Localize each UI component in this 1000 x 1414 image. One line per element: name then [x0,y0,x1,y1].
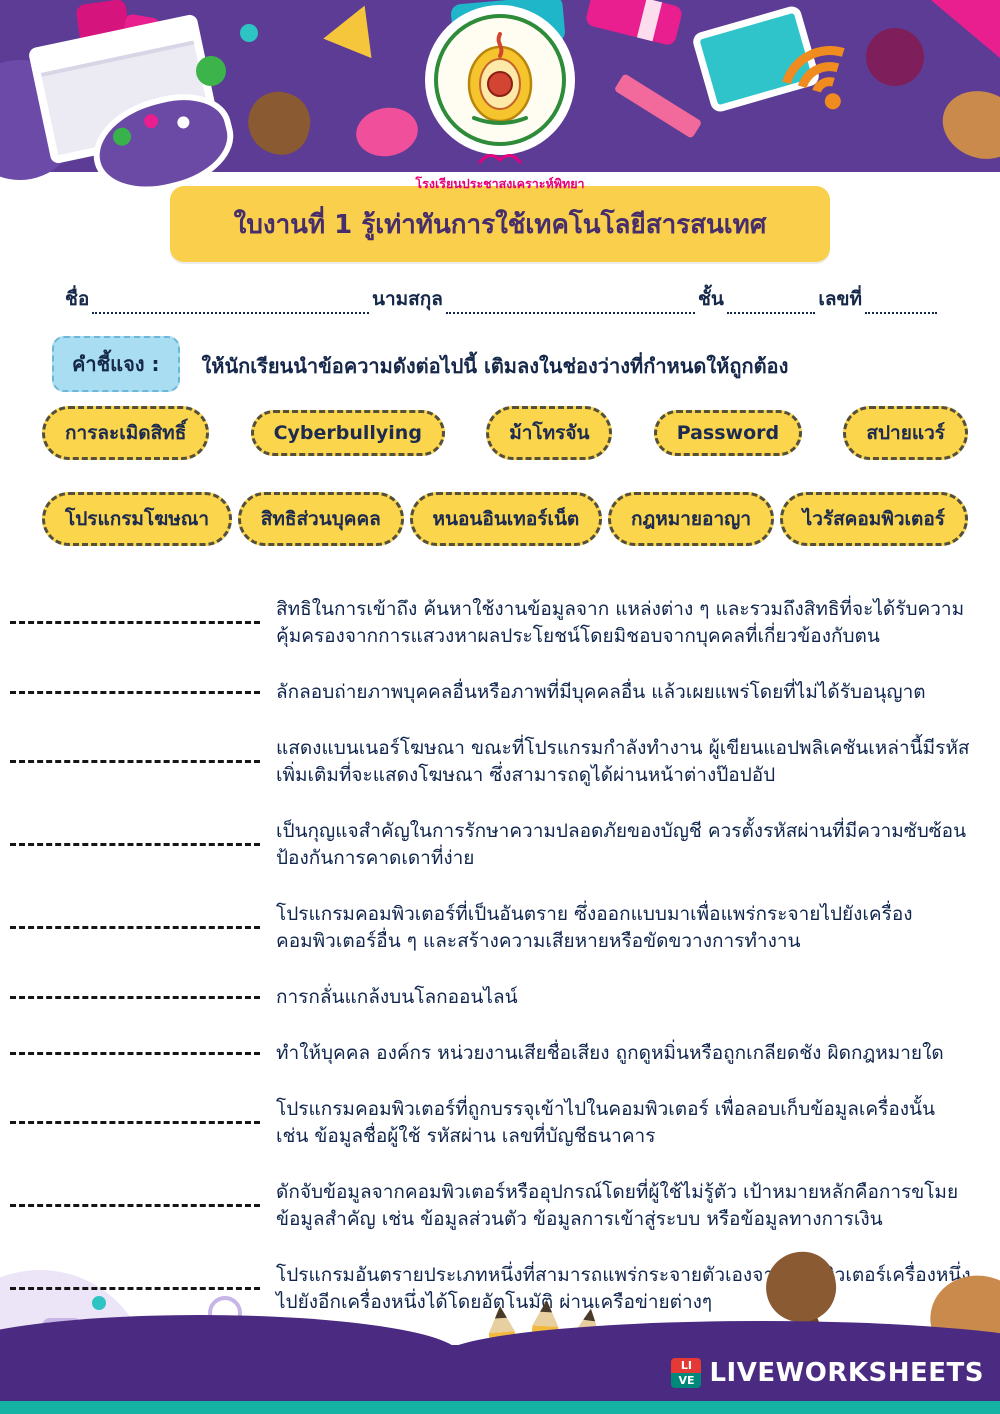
worksheet-title-banner: ใบงานที่ 1 รู้เท่าทันการใช้เทคโนโลยีสารส… [170,186,830,262]
school-name: โรงเรียนประชาสงเคราะห์พิทยา [415,176,585,191]
question-text: ลักลอบถ่ายภาพบุคคลอื่นหรือภาพที่มีบุคคลอ… [276,680,926,703]
worksheet-title: ใบงานที่ 1 รู้เท่าทันการใช้เทคโนโลยีสารส… [233,209,767,240]
liveworksheets-logo-icon: LI VE [671,1358,702,1388]
instructions-badge: คำชี้แจง : [52,336,180,392]
question-row: ดักจับข้อมูลจากคอมพิวเตอร์หรืออุปกรณ์โดย… [10,1179,972,1233]
student-fields: ชื่อ นามสกุล ชั้น เลขที่ [65,284,940,314]
question-row: ทำให้บุคคล องค์กร หน่วยงานเสียชื่อเสียง … [10,1040,972,1067]
liveworksheets-brand[interactable]: LI VE LIVEWORKSHEETS [671,1358,984,1388]
question-row: การกลั่นแกล้งบนโลกออนไลน์ [10,984,972,1011]
number-field[interactable] [865,292,937,314]
footer-band [0,1315,1000,1401]
question-text: โปรแกรมคอมพิวเตอร์ที่เป็นอันตราย ซึ่งออก… [276,902,913,952]
answer-blank[interactable] [10,1121,260,1125]
answer-blank[interactable] [10,843,260,847]
school-crest-icon [434,14,566,146]
word-chip[interactable]: หนอนอินเทอร์เน็ต [409,492,603,546]
word-chip[interactable]: การละเมิดสิทธิ์ [42,406,210,460]
word-chip[interactable]: Password [653,410,803,456]
word-chip[interactable]: สิทธิส่วนบุคคล [237,492,404,546]
word-chip[interactable]: ไวรัสคอมพิวเตอร์ [779,492,968,546]
answer-blank[interactable] [10,995,260,999]
decoration-green-dot [196,56,226,86]
word-chip[interactable]: ม้าโทรจัน [486,406,613,460]
question-row: โปรแกรมคอมพิวเตอร์ที่เป็นอันตราย ซึ่งออก… [10,901,972,955]
answer-blank[interactable] [10,1287,260,1290]
name-label: ชื่อ [65,288,90,310]
word-bank-row-2: โปรแกรมโฆษณา สิทธิส่วนบุคคล หนอนอินเทอร์… [42,492,968,546]
questions-list: สิทธิในการเข้าถึง ค้นหาใช้งานข้อมูลจาก แ… [10,596,972,1344]
question-text: โปรแกรมคอมพิวเตอร์ที่ถูกบรรจุเข้าไปในคอม… [276,1097,935,1147]
school-logo: โรงเรียนประชาสงเคราะห์พิทยา [390,14,610,194]
surname-field[interactable] [445,292,695,314]
number-label: เลขที่ [818,288,863,310]
class-label: ชั้น [697,288,724,310]
decoration-dark-circle [866,28,924,86]
decoration-teal-dot [92,1296,106,1310]
question-text: การกลั่นแกล้งบนโลกออนไลน์ [276,985,518,1008]
question-row: เป็นกุญแจสำคัญในการรักษาความปลอดภัยของบั… [10,818,972,872]
footer-teal-bar [0,1401,1000,1414]
answer-blank[interactable] [10,1204,260,1208]
question-text: แสดงแบนเนอร์โฆษณา ขณะที่โปรแกรมกำลังทำงา… [276,736,970,786]
decoration-teal-dot [240,24,258,42]
instructions-row: คำชี้แจง : ให้นักเรียนนำข้อความดังต่อไปน… [52,336,960,392]
name-field[interactable] [92,292,369,314]
question-row: ลักลอบถ่ายภาพบุคคลอื่นหรือภาพที่มีบุคคลอ… [10,679,972,706]
word-bank: การละเมิดสิทธิ์ Cyberbullying ม้าโทรจัน … [42,406,968,578]
answer-blank[interactable] [10,926,260,930]
word-chip[interactable]: กฎหมายอาญา [607,492,774,546]
class-field[interactable] [726,292,816,314]
answer-blank[interactable] [10,621,260,625]
logo-bottom-row: VE [671,1373,702,1388]
question-row: โปรแกรมคอมพิวเตอร์ที่ถูกบรรจุเข้าไปในคอม… [10,1096,972,1150]
instructions-text: ให้นักเรียนนำข้อความดังต่อไปนี้ เติมลงใน… [201,354,789,378]
liveworksheets-wordmark: LIVEWORKSHEETS [709,1358,984,1388]
question-text: ทำให้บุคคล องค์กร หน่วยงานเสียชื่อเสียง … [276,1041,944,1064]
answer-blank[interactable] [10,690,260,694]
word-bank-row-1: การละเมิดสิทธิ์ Cyberbullying ม้าโทรจัน … [42,406,968,460]
question-text: ดักจับข้อมูลจากคอมพิวเตอร์หรืออุปกรณ์โดย… [276,1180,959,1230]
lotus-ornament-icon [390,148,610,164]
question-text: เป็นกุญแจสำคัญในการรักษาความปลอดภัยของบั… [276,819,967,869]
answer-blank[interactable] [10,1051,260,1055]
question-row: แสดงแบนเนอร์โฆษณา ขณะที่โปรแกรมกำลังทำงา… [10,735,972,789]
word-chip[interactable]: Cyberbullying [250,410,445,456]
question-text: สิทธิในการเข้าถึง ค้นหาใช้งานข้อมูลจาก แ… [276,598,965,647]
logo-top-row: LI [671,1358,702,1373]
answer-blank[interactable] [10,760,260,764]
question-row: สิทธิในการเข้าถึง ค้นหาใช้งานข้อมูลจาก แ… [10,596,972,650]
question-text: โปรแกรมอันตรายประเภทหนึ่งที่สามารถแพร่กร… [276,1263,971,1313]
word-chip[interactable]: สปายแวร์ [843,406,968,460]
word-chip[interactable]: โปรแกรมโฆษณา [42,492,233,546]
surname-label: นามสกุล [372,288,443,310]
